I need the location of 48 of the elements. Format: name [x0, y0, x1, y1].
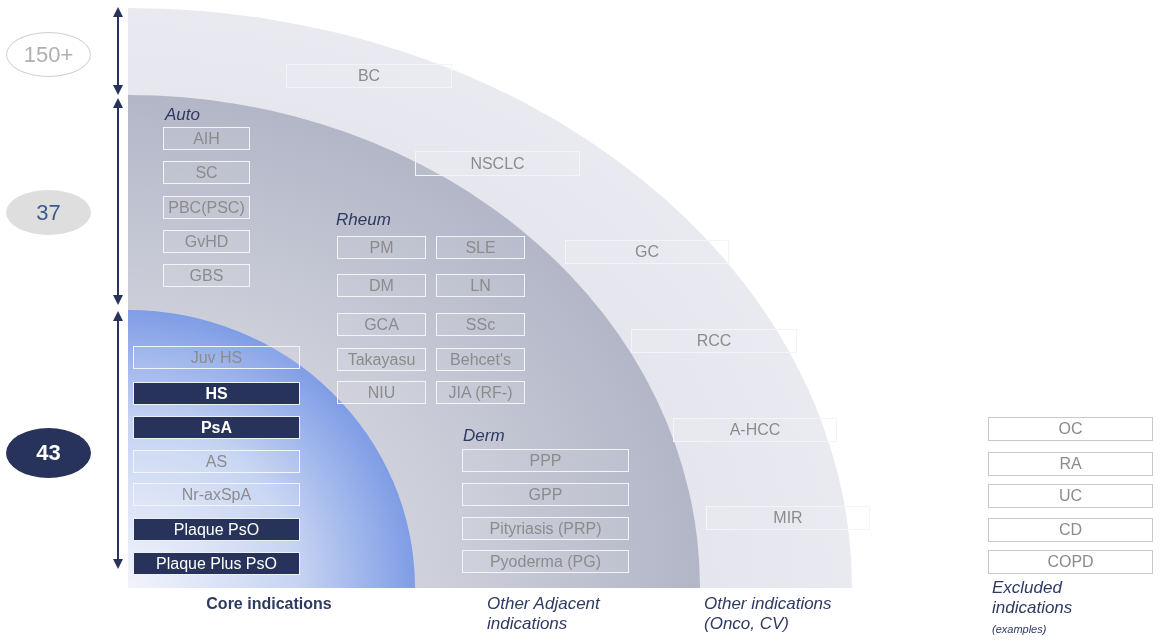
- indication-box: GPP: [462, 483, 629, 506]
- indication-box: Juv HS: [133, 346, 300, 369]
- indication-box: MIR: [706, 506, 870, 530]
- indication-box: JIA (RF-): [436, 381, 525, 404]
- indication-box: RA: [988, 452, 1153, 476]
- indication-box: Takayasu: [337, 348, 426, 371]
- indication-box: Behcet's: [436, 348, 525, 371]
- core-indication-box: HS: [133, 382, 300, 405]
- indication-box: DM: [337, 274, 426, 297]
- core-indication-box: Plaque PsO: [133, 518, 300, 541]
- indication-box: PBC(PSC): [163, 196, 250, 219]
- indication-box: AIH: [163, 127, 250, 150]
- indication-box: GvHD: [163, 230, 250, 253]
- indication-box: OC: [988, 417, 1153, 441]
- indication-box: GCA: [337, 313, 426, 336]
- indication-box: A-HCC: [673, 418, 837, 442]
- band-caption: Other indications (Onco, CV): [704, 594, 833, 635]
- indication-box: RCC: [631, 329, 797, 353]
- count-oval: 43: [6, 428, 91, 478]
- indication-box: PM: [337, 236, 426, 259]
- indication-box: AS: [133, 450, 300, 473]
- group-heading: Rheum: [336, 210, 391, 231]
- indication-box: UC: [988, 484, 1153, 508]
- band-caption: Other Adjacent indications: [487, 594, 602, 635]
- indication-box: SC: [163, 161, 250, 184]
- core-indication-box: Plaque Plus PsO: [133, 552, 300, 575]
- indication-box: GC: [565, 240, 729, 264]
- indication-box: Nr-axSpA: [133, 483, 300, 506]
- indication-box: NSCLC: [415, 151, 580, 176]
- group-heading: Derm: [463, 426, 505, 447]
- count-oval: 37: [6, 190, 91, 235]
- indication-box: CD: [988, 518, 1153, 542]
- note: (examples): [992, 623, 1048, 637]
- count-oval: 150+: [6, 32, 91, 77]
- core-indication-box: PsA: [133, 416, 300, 439]
- band-caption: Core indications: [205, 594, 333, 614]
- indication-box: Pityriasis (PRP): [462, 517, 629, 540]
- indication-box: Pyoderma (PG): [462, 550, 629, 573]
- indication-box: BC: [286, 64, 452, 88]
- indication-box: SLE: [436, 236, 525, 259]
- group-heading: Auto: [165, 105, 200, 126]
- indication-box: COPD: [988, 550, 1153, 574]
- indication-box: GBS: [163, 264, 250, 287]
- indication-box: LN: [436, 274, 525, 297]
- band-caption: Excluded indications: [992, 578, 1074, 619]
- indication-box: NIU: [337, 381, 426, 404]
- indication-box: SSc: [436, 313, 525, 336]
- indication-box: PPP: [462, 449, 629, 472]
